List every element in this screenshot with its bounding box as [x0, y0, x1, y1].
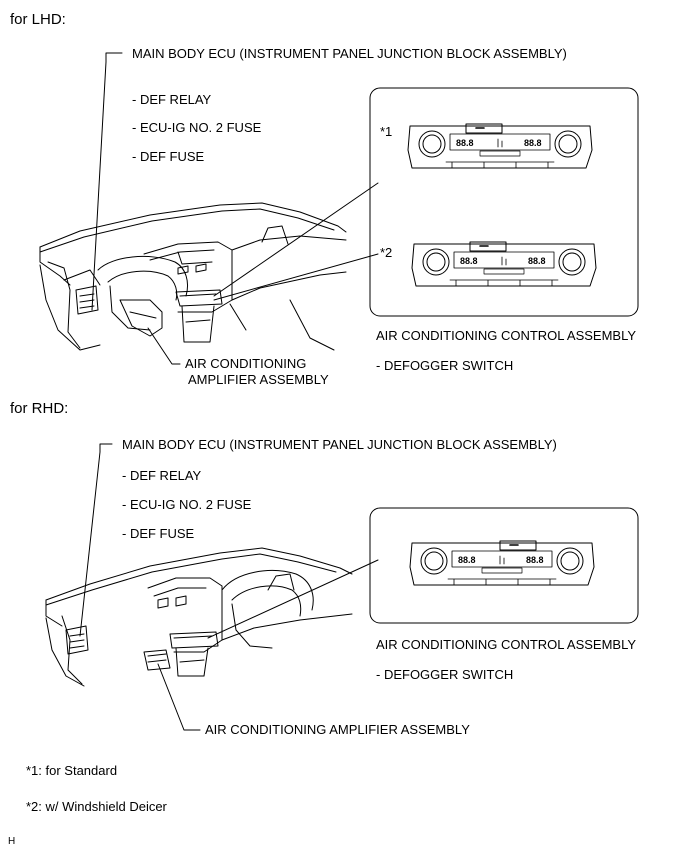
lhd-dashboard-illustration — [39, 202, 347, 351]
lhd-control-panel-deicer — [411, 241, 597, 287]
lhd-defogger-label: - DEFOGGER SWITCH — [376, 358, 514, 373]
lhd-panel1-display-right: 88.8 — [524, 138, 542, 148]
lhd-ecu-label: MAIN BODY ECU (INSTRUMENT PANEL JUNCTION… — [132, 46, 567, 61]
lhd-ecu-item-def-relay: - DEF RELAY — [132, 92, 212, 107]
lhd-ecu-item-ecu-ig-fuse: - ECU-IG NO. 2 FUSE — [132, 120, 262, 135]
rhd-dashboard-illustration — [45, 547, 353, 687]
rhd-ecu-item-def-fuse: - DEF FUSE — [122, 526, 195, 541]
rhd-control-panel — [409, 540, 595, 586]
lhd-callout-2: *2 — [380, 245, 393, 260]
lhd-amplifier-label-line1: AIR CONDITIONING — [185, 356, 307, 371]
lhd-heading: for LHD: — [10, 11, 66, 28]
lhd-callout-1: *1 — [380, 124, 393, 139]
lhd-leader-control-1 — [213, 182, 379, 297]
rhd-leader-control — [207, 559, 379, 639]
rhd-ecu-leader — [79, 443, 113, 637]
lhd-callout-box — [369, 87, 639, 317]
note-standard: *1: for Standard — [26, 763, 118, 778]
lhd-leader-control-2 — [213, 253, 379, 301]
rhd-amplifier-label: AIR CONDITIONING AMPLIFIER ASSEMBLY — [205, 722, 470, 737]
rhd-defogger-label: - DEFOGGER SWITCH — [376, 667, 514, 682]
rhd-panel-display-left: 88.8 — [458, 555, 476, 565]
rhd-ecu-item-ecu-ig-fuse: - ECU-IG NO. 2 FUSE — [122, 497, 252, 512]
lhd-ecu-item-def-fuse: - DEF FUSE — [132, 149, 205, 164]
note-windshield-deicer: *2: w/ Windshield Deicer — [26, 799, 167, 814]
lhd-ecu-leader — [91, 52, 123, 311]
lhd-amplifier-label-line2: AMPLIFIER ASSEMBLY — [188, 372, 329, 387]
lhd-panel1-display-left: 88.8 — [456, 138, 474, 148]
rhd-callout-box — [369, 507, 639, 624]
lhd-panel2-display-right: 88.8 — [528, 256, 546, 266]
lhd-control-panel-standard — [407, 123, 593, 169]
rhd-ecu-item-def-relay: - DEF RELAY — [122, 468, 202, 483]
rhd-ecu-label: MAIN BODY ECU (INSTRUMENT PANEL JUNCTION… — [122, 437, 557, 452]
lhd-amplifier-leader — [147, 327, 181, 365]
lhd-panel2-display-left: 88.8 — [460, 256, 478, 266]
lhd-ac-control-label: AIR CONDITIONING CONTROL ASSEMBLY — [376, 328, 637, 343]
rhd-ac-control-label: AIR CONDITIONING CONTROL ASSEMBLY — [376, 637, 637, 652]
rhd-heading: for RHD: — [10, 400, 69, 417]
rhd-panel-display-right: 88.8 — [526, 555, 544, 565]
rhd-amplifier-leader — [157, 663, 201, 731]
footer-code: H — [8, 836, 16, 847]
